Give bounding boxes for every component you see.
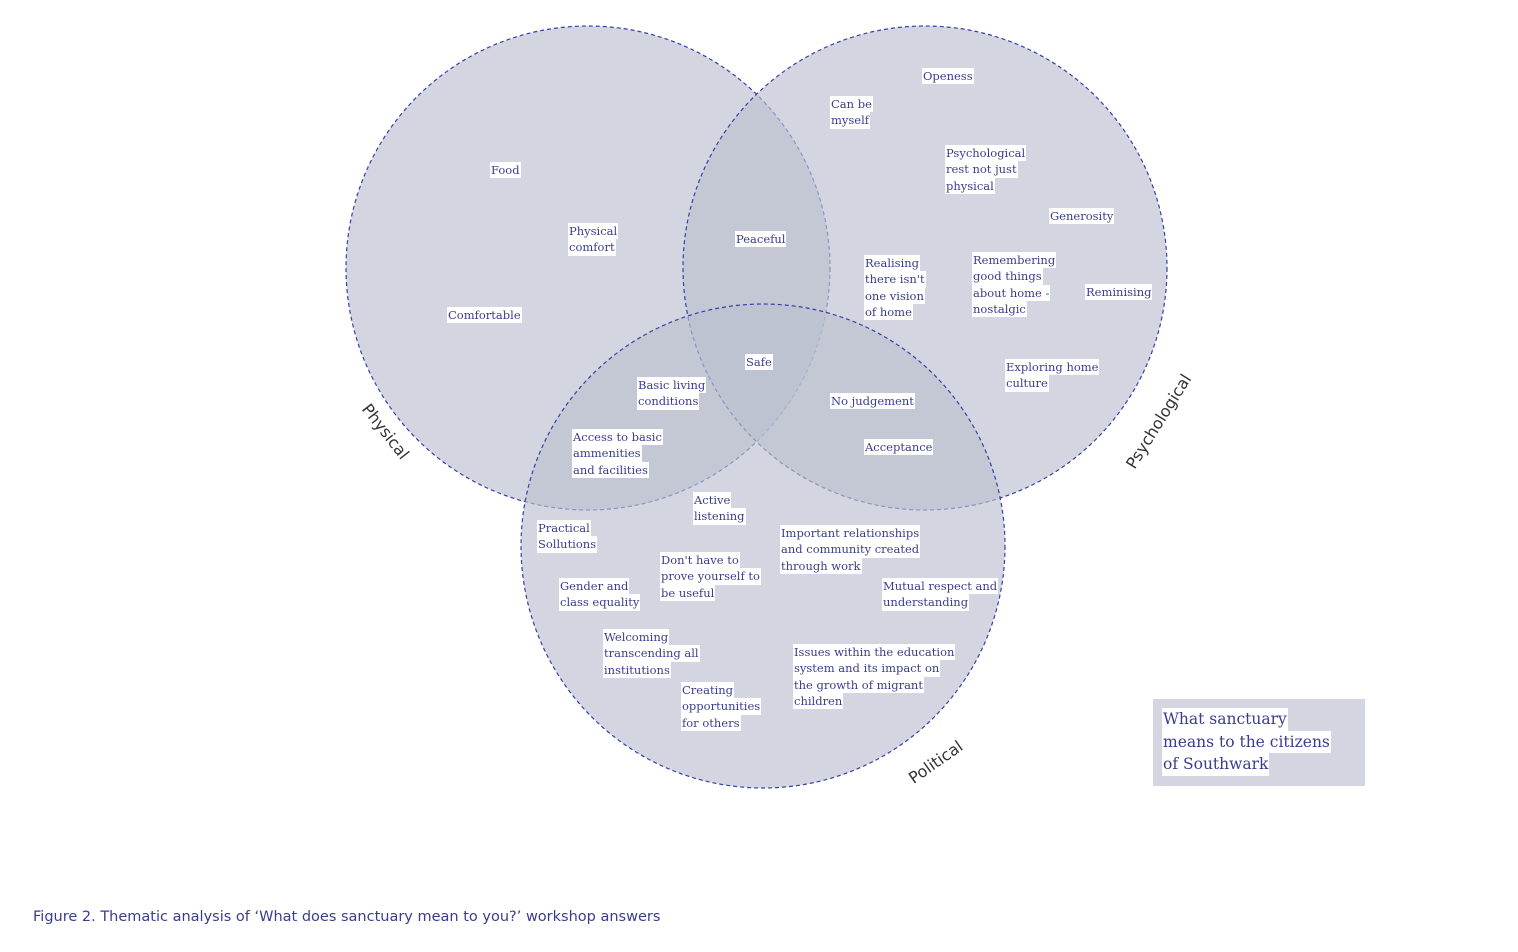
note-line: Welcoming [603, 629, 670, 646]
note-line: Active [693, 492, 732, 509]
note-line: the growth of migrant [793, 676, 924, 693]
note-openess: Openess [922, 68, 974, 85]
note-line: Don't have to [660, 552, 740, 569]
note-line: Generosity [1049, 208, 1115, 225]
note-line: Comfortable [447, 307, 522, 324]
note-line: Psychological [945, 145, 1027, 162]
note-line: Acceptance [864, 439, 934, 456]
note-line: Creating [681, 682, 735, 699]
note-line: and community created [780, 541, 921, 558]
note-line: Safe [745, 354, 773, 371]
note-line: for others [681, 714, 741, 731]
note-line: Practical [537, 520, 591, 537]
note-line: Can be [830, 96, 873, 113]
note-line: comfort [568, 239, 616, 256]
note-line: be useful [660, 584, 716, 601]
note-line: system and its impact on [793, 660, 941, 677]
note-safe: Safe [745, 354, 773, 371]
legend-box: What sanctuary means to the citizens of … [1153, 699, 1365, 786]
note-line: Mutual respect and [882, 578, 999, 595]
note-line: Gender and [559, 578, 630, 595]
note-line: physical [945, 177, 995, 194]
note-line: there isn't [864, 271, 926, 288]
note-line: Physical [568, 223, 619, 240]
note-line: conditions [637, 393, 700, 410]
note-no-judgement: No judgement [830, 393, 915, 410]
note-line: Sollutions [537, 536, 598, 553]
note-line: rest not just [945, 161, 1018, 178]
note-line: Remembering [972, 252, 1057, 269]
note-line: listening [693, 508, 746, 525]
note-line: Basic living [637, 377, 707, 394]
note-line: good things [972, 268, 1043, 285]
note-line: myself [830, 112, 871, 129]
note-line: prove yourself to [660, 568, 761, 585]
note-line: one vision [864, 287, 925, 304]
note-line: class equality [559, 594, 641, 611]
figure-caption: Figure 2. Thematic analysis of ‘What doe… [33, 909, 661, 925]
note-line: and facilities [572, 461, 649, 478]
note-line: ammenities [572, 445, 642, 462]
legend-line: What sanctuary [1162, 708, 1288, 731]
note-line: Important relationships [780, 525, 921, 542]
note-line: Realising [864, 255, 921, 272]
legend-line: of Southwark [1162, 753, 1270, 776]
note-line: Exploring home [1005, 359, 1100, 376]
note-line: Food [490, 162, 521, 179]
note-line: Reminising [1085, 284, 1153, 301]
note-acceptance: Acceptance [864, 439, 934, 456]
note-peaceful: Peaceful [735, 231, 787, 248]
note-generosity: Generosity [1049, 208, 1115, 225]
note-line: nostalgic [972, 300, 1027, 318]
note-reminising: Reminising [1085, 284, 1153, 301]
note-line: transcending all [603, 645, 700, 662]
note-line: institutions [603, 661, 671, 678]
legend-line: means to the citizens [1162, 730, 1331, 753]
note-comfortable: Comfortable [447, 307, 522, 324]
note-line: of home [864, 303, 913, 321]
note-line: Openess [922, 68, 974, 85]
note-line: understanding [882, 594, 970, 611]
note-line: through work [780, 557, 862, 574]
note-line: culture [1005, 375, 1049, 392]
note-line: No judgement [830, 393, 915, 410]
note-line: Issues within the education [793, 644, 956, 661]
note-line: Peaceful [735, 231, 787, 248]
note-line: children [793, 692, 844, 710]
note-line: opportunities [681, 698, 762, 715]
note-line: Access to basic [572, 429, 663, 446]
legend-title: What sanctuary means to the citizens of … [1162, 708, 1331, 776]
note-line: about home - [972, 284, 1051, 301]
note-food: Food [490, 162, 521, 179]
